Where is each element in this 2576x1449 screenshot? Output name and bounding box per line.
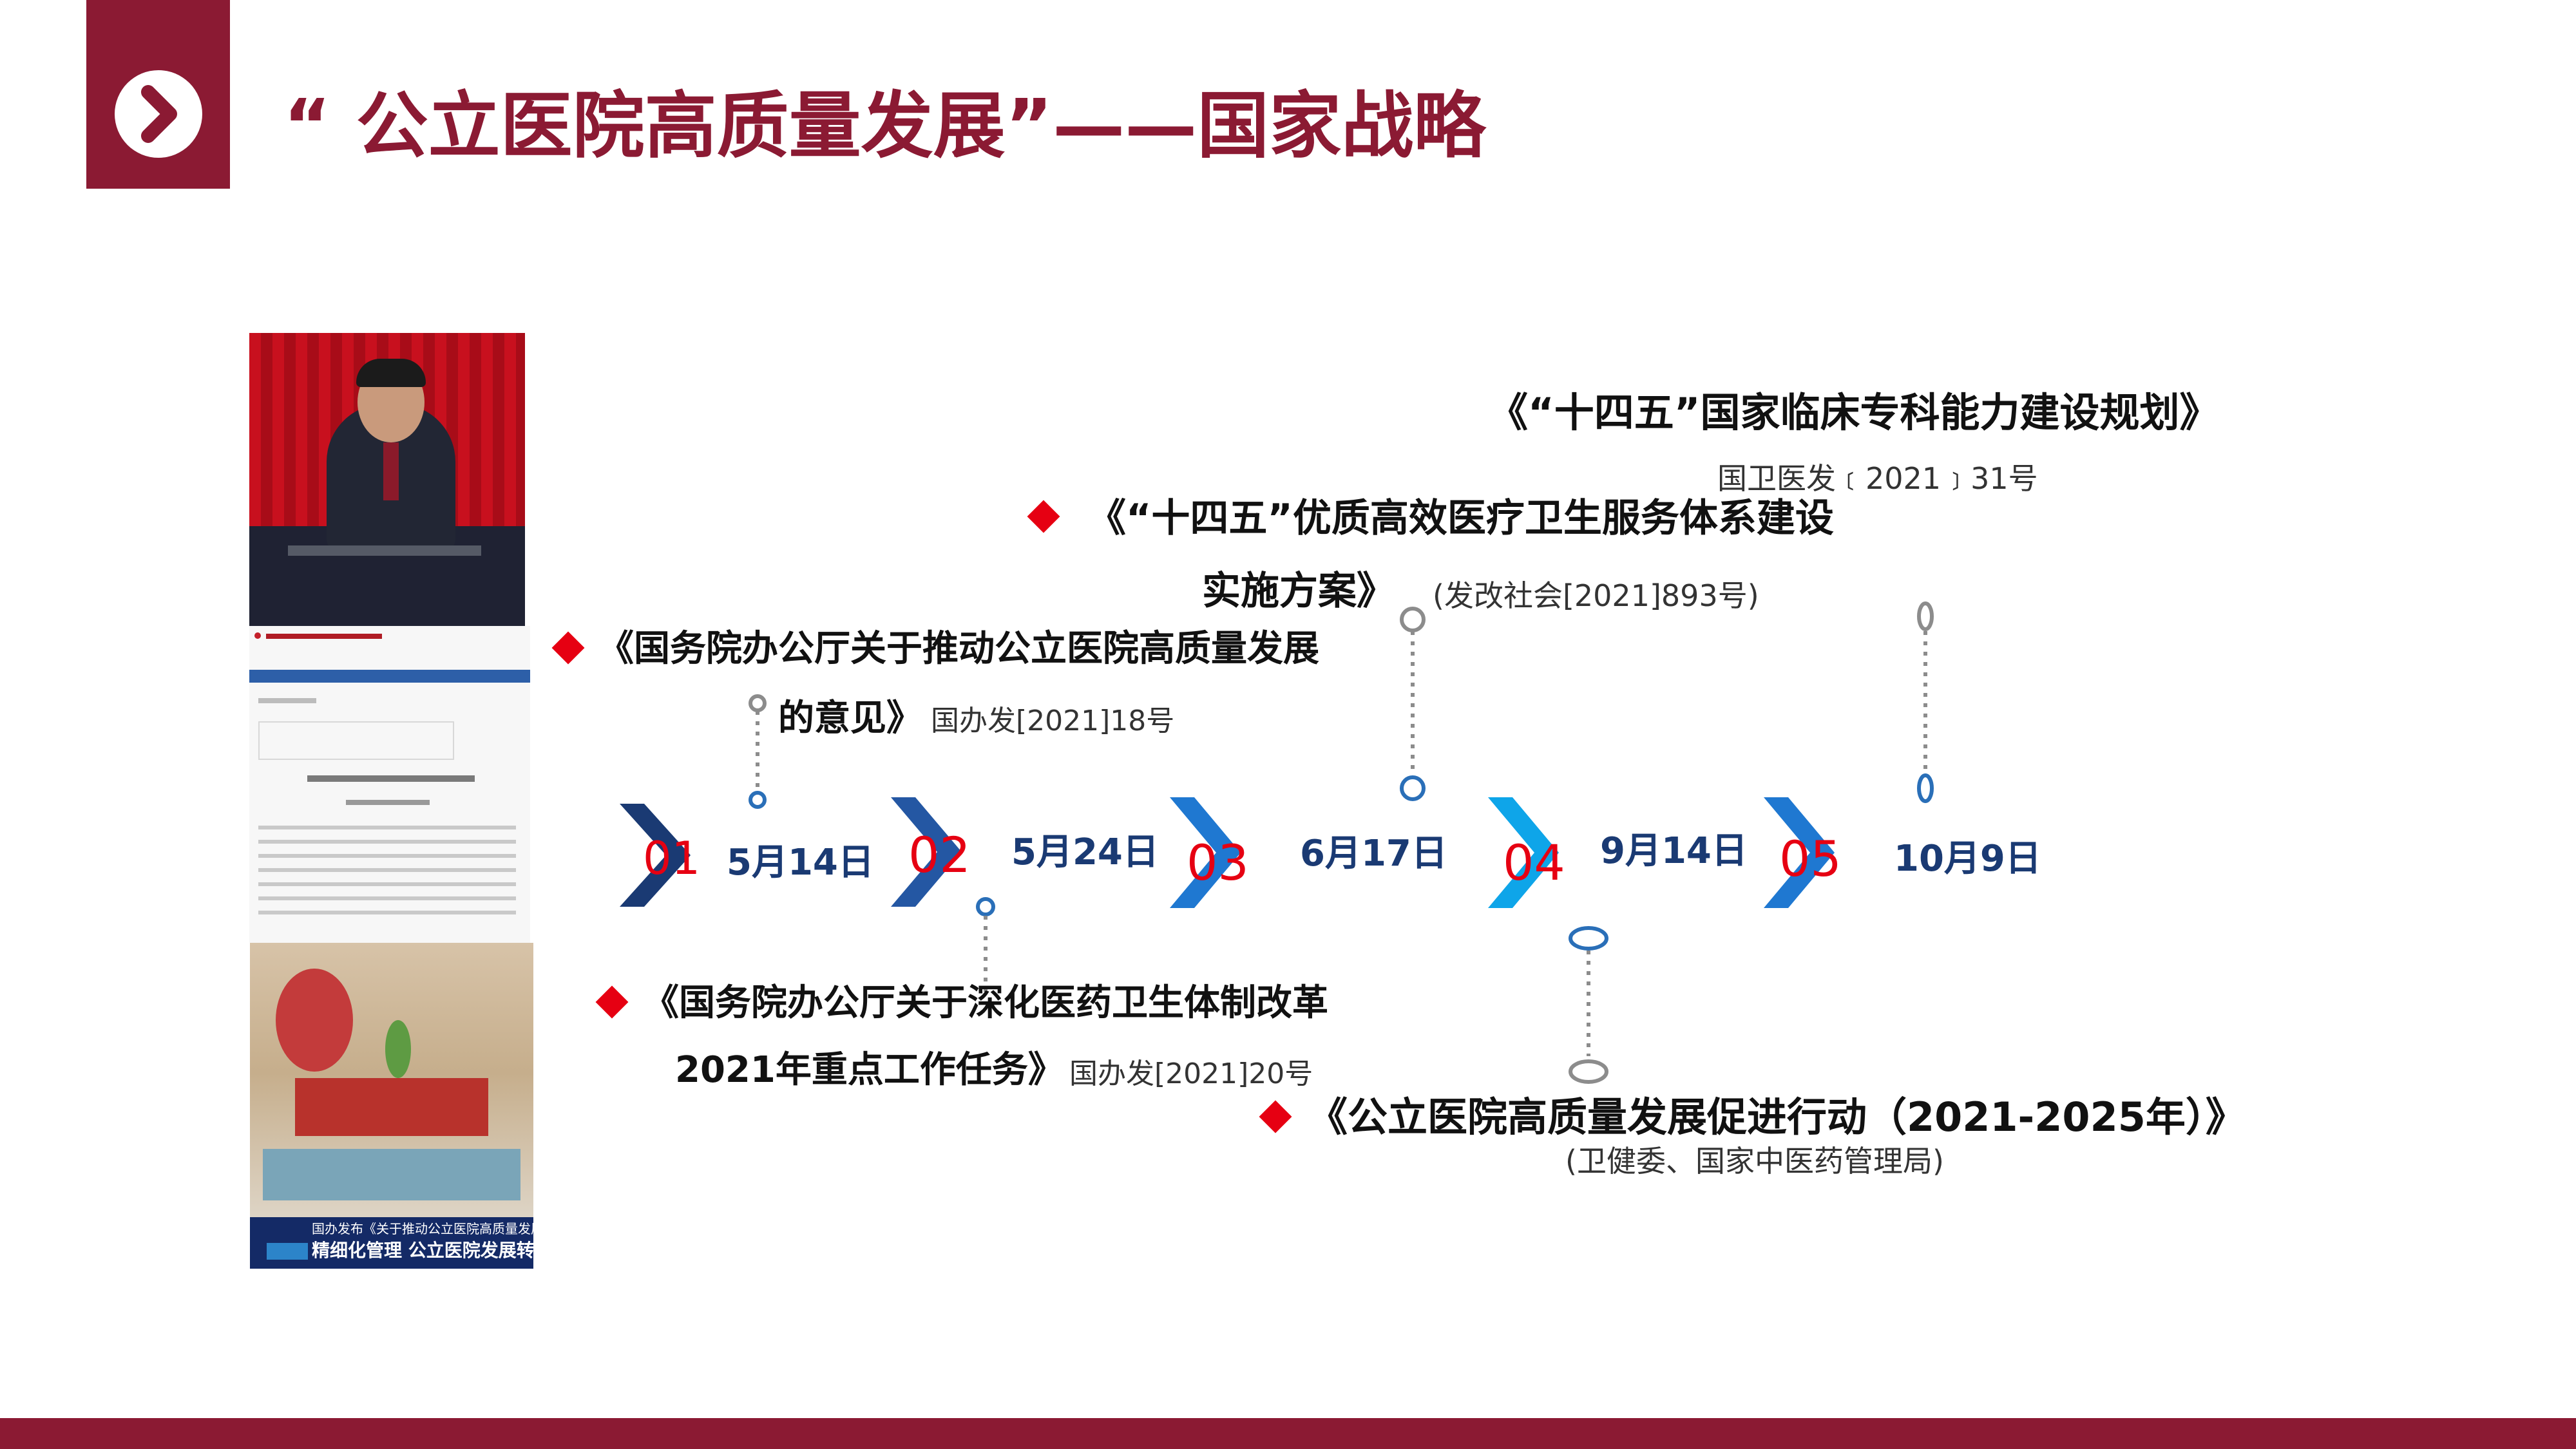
doc1-reference: 国办发[2021]18号 <box>931 705 1175 737</box>
footer-bar <box>0 1418 2576 1449</box>
timeline-date-04: 9月14日 <box>1600 830 1748 872</box>
timeline-arrow-04 <box>1488 797 1565 908</box>
doc2-reference: 国办发[2021]20号 <box>1069 1057 1313 1090</box>
page-title: “ 公立医院高质量发展”——国家战略 <box>283 84 1486 168</box>
doc2-title-line1: 《国务院办公厅关于深化医药卫生体制改革 <box>643 982 1328 1024</box>
timeline-number-02: 02 <box>908 826 971 884</box>
timeline-number-04: 04 <box>1503 834 1565 891</box>
chevron-right-icon[interactable] <box>115 70 202 158</box>
doc5-reference: 国卫医发﹝2021﹞31号 <box>1717 461 2038 496</box>
news-caption-line-2: 精细化管理 公立医院发展转向提质增效 <box>312 1240 533 1261</box>
doc5-title: 《“十四五”国家临床专科能力建设规划》 <box>1488 389 2220 436</box>
timeline-arrow-03 <box>1170 797 1247 908</box>
doc3-title-line2: 实施方案》 <box>1202 569 1395 614</box>
doc4-reference: (卫健委、国家中医药管理局) <box>1565 1144 1944 1179</box>
document-page-screenshot <box>249 626 530 943</box>
header-brand-block <box>86 0 230 189</box>
timeline-date-05: 10月9日 <box>1894 838 2041 880</box>
timeline-number-05: 05 <box>1779 830 1842 887</box>
timeline-arrow-02 <box>891 797 968 907</box>
doc3-reference: (发改社会[2021]893号) <box>1433 578 1759 613</box>
timeline-arrow-05 <box>1764 797 1841 908</box>
timeline-number-03: 03 <box>1187 834 1249 891</box>
press-conference-photo <box>249 333 525 626</box>
doc1-title-line1: 《国务院办公厅关于推动公立医院高质量发展 <box>598 628 1319 670</box>
doc3-title-line1: 《“十四五”优质高效医疗卫生服务体系建设 <box>1087 496 1834 541</box>
timeline-arrow-01 <box>620 804 697 907</box>
timeline-date-01: 5月14日 <box>727 842 874 884</box>
doc2-title-line2: 2021年重点工作任务》 <box>675 1049 1064 1091</box>
timeline-date-03: 6月17日 <box>1300 833 1447 875</box>
doc1-title-line2: 的意见》 <box>778 697 922 739</box>
timeline-date-02: 5月24日 <box>1011 831 1159 873</box>
timeline-number-01: 01 <box>643 832 701 885</box>
doc4-title: 《公立医院高质量发展促进行动（2021-2025年）》 <box>1308 1094 2246 1141</box>
